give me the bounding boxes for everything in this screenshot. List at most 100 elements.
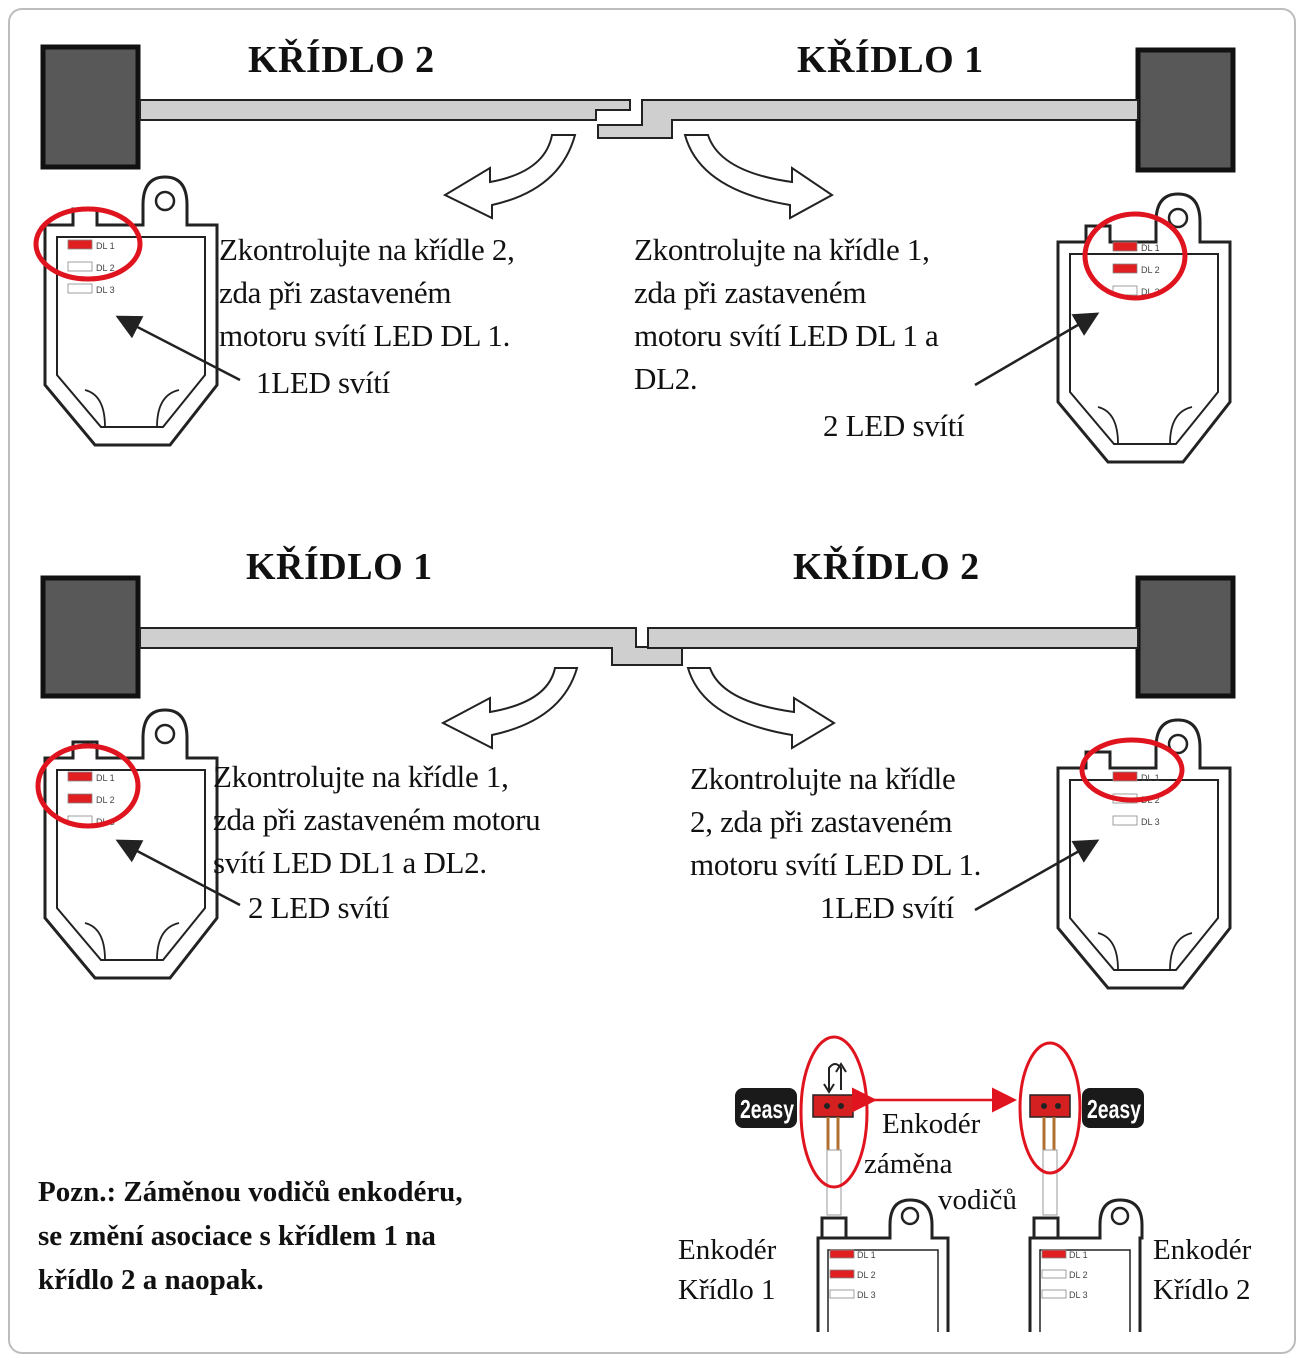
led-dl1 [1112,241,1138,252]
led-label-dl1: DL 1 [1141,243,1160,253]
led-label-dl2: DL 2 [857,1270,876,1280]
gate-top [40,44,1236,173]
encoder-swap-label: Enkodér [882,1108,981,1140]
highlight-circle [1018,1041,1082,1175]
led-caption: 2 LED svítí [248,890,390,925]
pointer-arrow [974,312,1100,387]
led-dl3 [1041,1289,1067,1299]
instruction-line: 2, zda při zastaveném [690,804,953,839]
highlight-circle [33,206,143,282]
led-dl1 [1041,1249,1067,1259]
led-label-dl3: DL 3 [96,285,115,295]
led-dl1 [67,239,93,250]
note-line: Pozn.: Záměnou vodičů enkodéru, [38,1176,463,1208]
instruction-text: Zkontrolujte na křídle 2, zda při zastav… [219,228,515,357]
leaf-right [597,99,1139,139]
encoder-wing-label: Křídlo 1 [678,1274,776,1306]
led-dl2 [1112,263,1138,274]
brand-logo-text: 2easy [740,1094,794,1124]
instruction-line: Zkontrolujte na křídle [690,761,956,796]
led-caption: 2 LED svítí [823,408,965,443]
led-label-dl3: DL 3 [857,1290,876,1300]
swing-arrow-right [686,667,836,750]
post-right [1135,575,1236,699]
led-dl3 [67,283,93,294]
note-line: se změní asociace s křídlem 1 na [38,1220,436,1252]
led-dl3 [829,1289,855,1299]
encoder-wing-label: Křídlo 2 [1153,1274,1251,1306]
instruction-line: Zkontrolujte na křídle 2, [219,232,515,267]
led-dl1 [829,1249,855,1259]
led-label-dl2: DL 2 [1141,265,1160,275]
gate-middle [40,575,1236,699]
instruction-line: DL2. [634,361,698,396]
encoder-connector-left [812,1062,854,1216]
led-dl2 [67,793,93,804]
instruction-text: Zkontrolujte na křídle 1, zda při zastav… [213,755,541,884]
instruction-line: motoru svítí LED DL 1. [219,318,511,353]
leaf-right [647,627,1139,649]
led-dl3 [1112,815,1138,826]
post-right [1135,47,1236,173]
led-dl2 [829,1269,855,1279]
highlight-circle [1082,211,1188,301]
highlight-circle [35,743,141,829]
leaf-left [139,99,631,121]
instruction-line: motoru svítí LED DL 1 a [634,318,939,353]
encoder-swap-label: záměna [864,1148,953,1180]
encoder-wing-label: Enkodér [678,1234,777,1266]
instruction-line: zda při zastaveném [219,275,452,310]
encoder-wing-label: Enkodér [1153,1234,1252,1266]
post-left [40,575,141,699]
wing-title: KŘÍDLO 1 [246,546,433,588]
encoder-connector-right [1029,1094,1071,1216]
pointer-arrow [115,315,241,382]
led-label-dl1: DL 1 [1069,1250,1088,1260]
led-dl1 [1112,771,1138,782]
control-unit-bottom-left [816,1198,950,1332]
brand-logo-right: 2easy [1082,1088,1144,1128]
note: Pozn.: Záměnou vodičů enkodéru, se změní… [38,1170,463,1302]
led-label-dl3: DL 3 [1069,1290,1088,1300]
instruction-line: Zkontrolujte na křídle 1, [634,232,930,267]
control-unit-bottom-right [1028,1198,1144,1332]
pointer-arrow [115,839,241,907]
brand-logo-left: 2easy [735,1088,797,1128]
control-unit-top-left [43,175,219,447]
led-label-dl3: DL 3 [1141,817,1160,827]
led-label-dl1: DL 1 [96,773,115,783]
swing-arrow-left [442,134,577,220]
wing-title: KŘÍDLO 2 [248,39,435,81]
led-caption: 1LED svítí [820,890,954,925]
led-label-dl2: DL 2 [1069,1270,1088,1280]
instruction-text: Zkontrolujte na křídle 2, zda při zastav… [690,757,981,886]
swing-arrow-right [683,134,834,220]
control-unit-top-right [1056,192,1232,464]
led-label-dl3: DL 3 [1141,287,1160,297]
brand-logo-text: 2easy [1087,1094,1141,1124]
diagram-frame [8,8,1296,1354]
led-dl2 [1041,1269,1067,1279]
led-label-dl2: DL 2 [96,263,115,273]
led-label-dl1: DL 1 [96,241,115,251]
note-line: křídlo 2 a naopak. [38,1264,264,1296]
instruction-line: zda při zastaveném [634,275,867,310]
led-caption: 1LED svítí [256,365,390,400]
led-label-dl1: DL 1 [857,1250,876,1260]
pointer-arrow [974,839,1100,912]
led-label-dl2: DL 2 [96,795,115,805]
led-label-dl1: DL 1 [1141,773,1160,783]
swing-arrow-left [440,667,579,750]
instruction-line: Zkontrolujte na křídle 1, [213,759,509,794]
instruction-text: Zkontrolujte na křídle 1, zda při zastav… [634,228,939,400]
instruction-line: motoru svítí LED DL 1. [690,847,982,882]
wing-title: KŘÍDLO 1 [797,39,984,81]
encoder-swap-label: vodičů [938,1184,1017,1216]
led-dl2 [67,261,93,272]
instruction-line: zda při zastaveném motoru [213,802,541,837]
highlight-circle [1079,737,1185,803]
instruction-line: svítí LED DL1 a DL2. [213,845,487,880]
led-dl1 [67,771,93,782]
post-left [40,44,141,170]
